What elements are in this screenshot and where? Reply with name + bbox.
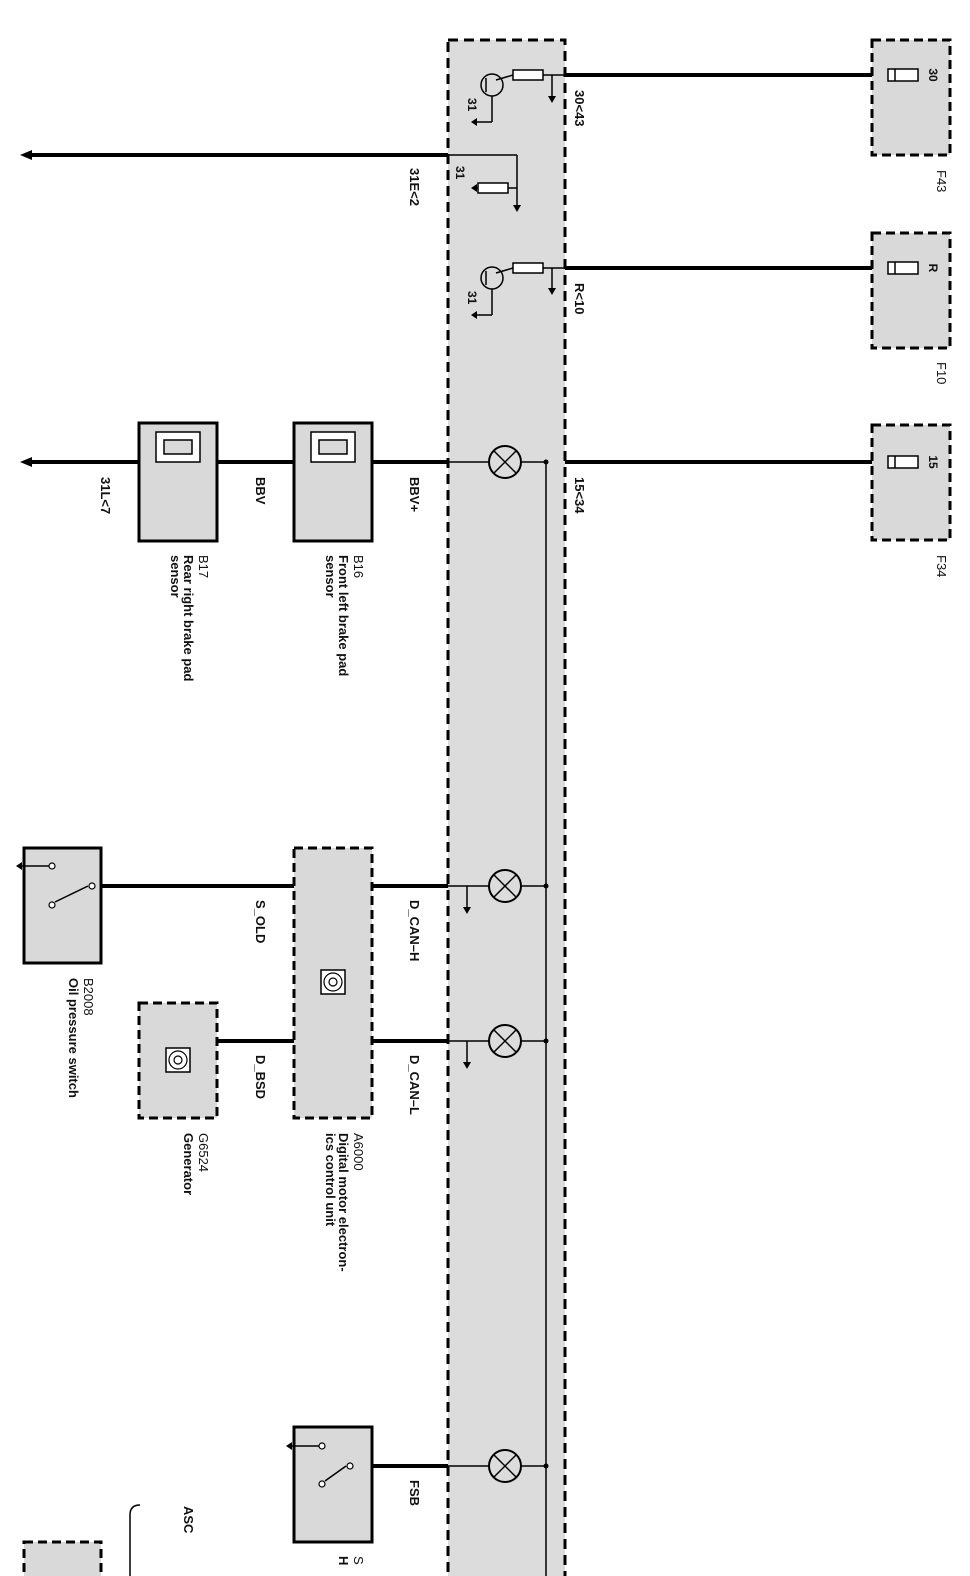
fuse-f34-id: F34 (934, 555, 949, 577)
b16-name-line2: sensor (323, 555, 338, 598)
fuse-f34: 15 F34 (870, 423, 952, 577)
indicator-lamp-oil (448, 869, 549, 914)
asc-bracket (129, 1504, 141, 1576)
switch-partial-sub: H (336, 1556, 351, 1565)
label-d-bsd: D_BSD (253, 1055, 268, 1099)
label-fsb: FSB (407, 1480, 422, 1506)
fuse-f43-id: F43 (934, 170, 949, 192)
asc-label: ASC (181, 1506, 196, 1534)
transistor-circuit-2: 31 (465, 262, 565, 319)
label-d-can-l: D_CAN–L (407, 1055, 422, 1115)
label-d-can-h: D_CAN–H (407, 900, 422, 961)
fuse-f34-pin: 15 (926, 455, 940, 469)
label-s-old: S_OLD (253, 900, 268, 943)
ground-arrow-icon (20, 457, 32, 467)
label-bbv: BBV (253, 477, 268, 505)
resistor-circuit-31: 31 (448, 154, 521, 212)
generator-g6524 (137, 1001, 219, 1120)
indicator-lamp-fsb (448, 1449, 549, 1483)
fuse-f10: R F10 (870, 231, 952, 384)
pin-31-a: 31 (465, 98, 479, 112)
g6524-name: Generator (181, 1133, 196, 1195)
switch-partial-id: S (351, 1556, 366, 1565)
brake-sensor-b17 (137, 421, 219, 543)
fuse-f43-pin: 30 (926, 68, 940, 82)
fuse-f10-pin: R (926, 264, 940, 273)
label-15-34: 15<34 (572, 477, 587, 514)
asc-partial-box (22, 1540, 103, 1576)
a6000-id: A6000 (351, 1133, 366, 1171)
indicator-lamp-charge (448, 1024, 549, 1069)
label-31l-7: 31L<7 (98, 477, 113, 514)
label-bbv-plus: BBV+ (407, 477, 422, 512)
b16-name-line1: Front left brake pad (336, 555, 351, 676)
b2008-name: Oil pressure switch (66, 978, 81, 1098)
fuse-f10-id: F10 (934, 362, 949, 384)
label-r-10: R<10 (572, 283, 587, 314)
b2008-id: B2008 (81, 978, 96, 1016)
ground-arrow-icon (20, 150, 32, 160)
b17-name-line1: Rear right brake pad (181, 555, 196, 681)
oil-pressure-switch-b2008 (16, 846, 103, 965)
label-30-43: 30<43 (572, 90, 587, 127)
b17-id: B17 (196, 555, 211, 578)
switch-partial (286, 1425, 374, 1544)
a6000-name-line2: ics control unit (323, 1133, 338, 1227)
b16-id: B16 (351, 555, 366, 578)
pin-31-c: 31 (465, 291, 479, 305)
label-31e-2: 31E<2 (407, 168, 422, 206)
indicator-lamp-brake (448, 445, 549, 479)
b17-name-line2: sensor (168, 555, 183, 598)
pin-31-b: 31 (453, 166, 467, 180)
brake-sensor-b16 (292, 421, 374, 543)
g6524-id: G6524 (196, 1133, 211, 1172)
fuse-f43: 30 F43 (870, 38, 952, 192)
a6000-name-line1: Digital motor electron- (336, 1133, 351, 1272)
transistor-circuit-1: 31 (465, 69, 565, 126)
dme-control-unit-a6000 (292, 846, 374, 1120)
